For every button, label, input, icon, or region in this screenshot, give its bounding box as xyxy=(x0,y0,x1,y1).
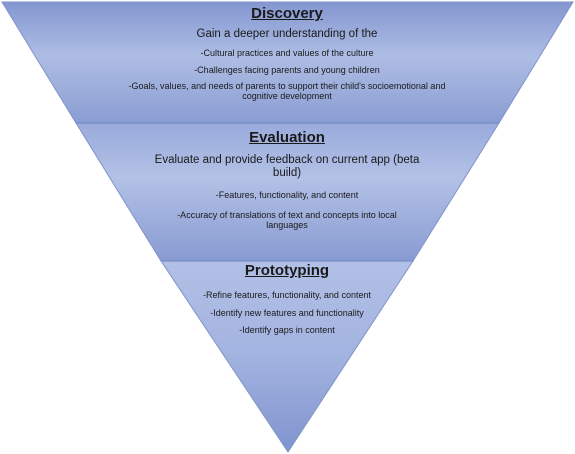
discovery-item-3: -Goals, values, and needs of parents to … xyxy=(128,81,446,102)
evaluation-lead: Evaluate and provide feedback on current… xyxy=(154,154,420,180)
prototyping-title: Prototyping xyxy=(244,262,330,279)
prototyping-item-1: -Refine features, functionality, and con… xyxy=(203,290,371,300)
discovery-title: Discovery xyxy=(251,5,323,22)
evaluation-title: Evaluation xyxy=(249,129,325,146)
discovery-lead: Gain a deeper understanding of the xyxy=(196,28,378,40)
prototyping-item-2: -Identify new features and functionality xyxy=(210,308,364,318)
prototyping-item-3: -Identify gaps in content xyxy=(239,325,335,335)
discovery-item-1: -Cultural practices and values of the cu… xyxy=(200,48,374,58)
discovery-item-2: -Challenges facing parents and young chi… xyxy=(194,65,380,75)
evaluation-item-2: -Accuracy of translations of text and co… xyxy=(177,210,397,231)
evaluation-item-1: -Features, functionality, and content xyxy=(215,190,359,200)
